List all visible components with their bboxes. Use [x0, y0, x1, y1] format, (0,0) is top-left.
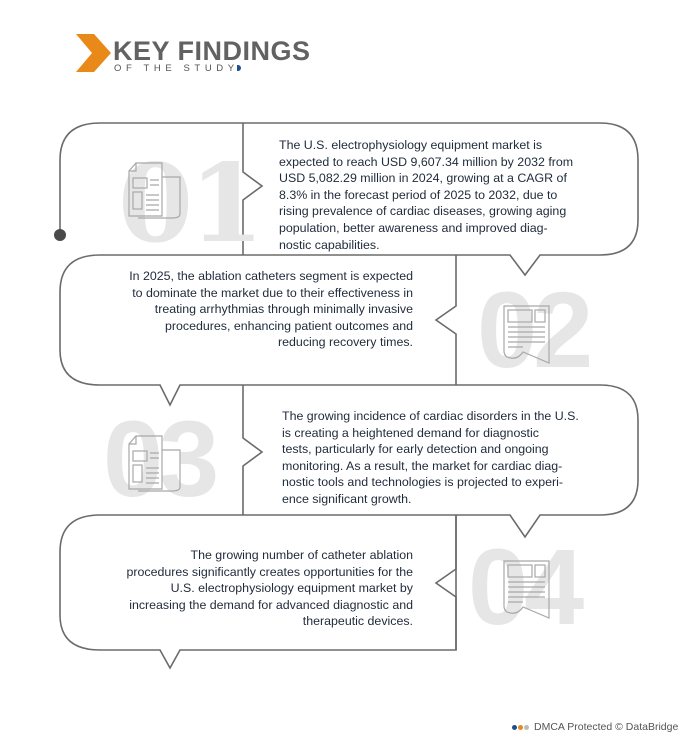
text-line: procedures significantly creates opportu…: [126, 564, 413, 579]
dot-icon: [512, 724, 517, 730]
text-line: procedures, enhancing patient outcomes a…: [165, 318, 413, 333]
finding-3-text: The growing incidence of cardiac disorde…: [282, 408, 579, 508]
dmca-badge[interactable]: DMCA Protected © DataBridge: [512, 721, 678, 733]
text-line: In 2025, the ablation catheters segment …: [129, 269, 413, 283]
text-line: The growing number of catheter ablation: [190, 548, 413, 562]
text-line: 8.3% in the forecast period of 2025 to 2…: [279, 187, 558, 202]
newspaper-icon: [128, 162, 181, 219]
text-line: is creating a heightened demand for diag…: [282, 425, 539, 440]
text-line: reducing recovery times.: [278, 335, 413, 350]
text-line: therapeutic devices.: [302, 614, 413, 629]
text-line: monitoring. As a result, the market for …: [282, 458, 563, 473]
text-line: ence significant growth.: [282, 491, 412, 506]
text-line: nostic tools and technologies is project…: [282, 475, 564, 490]
dot-icon: [524, 724, 529, 730]
text-line: U.S. electrophysiology equipment market …: [170, 581, 413, 596]
divider-3: [242, 385, 264, 515]
start-dot: [54, 229, 66, 241]
finding-2-text: In 2025, the ablation catheters segment …: [129, 268, 413, 351]
subtitle-text: OF THE STUDY: [114, 63, 239, 74]
text-line: population, better awareness and improve…: [279, 220, 548, 235]
connector-line: [59, 122, 639, 670]
text-line: The growing incidence of cardiac disorde…: [282, 409, 579, 423]
text-line: increasing the demand for advanced diagn…: [129, 597, 413, 612]
chevron-logo-icon: [76, 34, 111, 72]
dmca-text: DMCA Protected © DataBridge: [534, 721, 679, 733]
finding-number: 02: [477, 269, 593, 390]
page-title: KEY FINDINGS: [113, 36, 311, 66]
dot-icon: [518, 724, 523, 730]
text-line: to dominate the market due to their effe…: [132, 285, 413, 300]
divider-1: [242, 123, 264, 255]
finding-4-text: The growing number of catheter ablation …: [126, 547, 413, 630]
newspaper-icon: [503, 305, 550, 364]
newspaper-icon: [503, 560, 550, 619]
finding-1-text: The U.S. electrophysiology equipment mar…: [279, 137, 573, 253]
text-line: treating arrhythmias through minimally i…: [154, 302, 413, 317]
text-line: rising prevalence of cardiac diseases, g…: [279, 204, 567, 219]
text-line: expected to reach USD 9,607.34 million b…: [279, 154, 574, 169]
finding-number: 03: [103, 398, 219, 519]
divider-2: [434, 255, 457, 385]
page-subtitle: OF THE STUDY: [114, 63, 241, 74]
divider-4: [434, 515, 457, 650]
text-line: USD 5,082.29 million in 2024, growing at…: [279, 171, 567, 186]
subtitle-dot-icon: [236, 65, 241, 72]
text-line: tests, particularly for early detection …: [282, 442, 549, 457]
newspaper-icon: [128, 435, 181, 492]
text-line: nostic capabilities.: [279, 237, 380, 252]
text-line: The U.S. electrophysiology equipment mar…: [279, 138, 543, 152]
